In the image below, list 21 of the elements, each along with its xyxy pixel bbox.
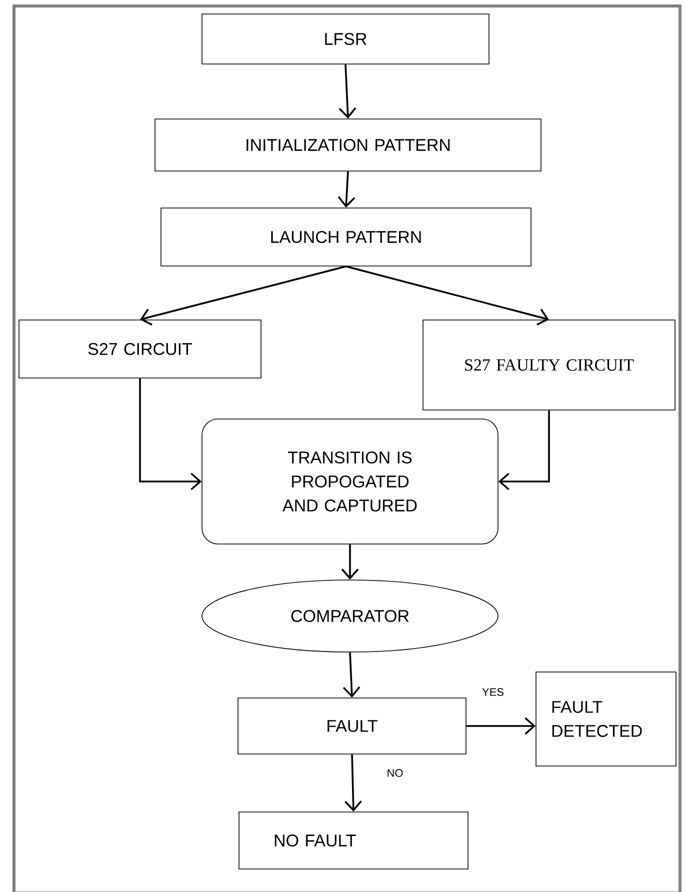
- rounded-box: TRANSITION IS PROPOGATED AND CAPTURED: [202, 418, 498, 544]
- arrow: [466, 717, 536, 735]
- arrow: [338, 171, 356, 208]
- arrow: [342, 652, 360, 698]
- arrow: [346, 266, 549, 326]
- decision-box: FAULT: [238, 698, 466, 754]
- arrow: [341, 544, 359, 580]
- process-box: S27 CIRCUIT: [18, 320, 262, 378]
- arrow: [498, 410, 550, 490]
- edge-label: NO: [386, 768, 404, 778]
- process-box: LAUNCH PATTERN: [160, 208, 532, 266]
- process-box: LFSR: [202, 14, 490, 64]
- process-box: S27 FAULTY CIRCUIT: [422, 320, 676, 410]
- arrow: [139, 378, 202, 490]
- arrow: [338, 64, 356, 119]
- edge-label: YES: [481, 687, 505, 697]
- result-box: NO FAULT: [238, 812, 468, 870]
- arrow: [344, 754, 362, 812]
- result-box: FAULT DETECTED: [536, 672, 676, 766]
- arrow: [140, 266, 346, 326]
- process-box: INITIALIZATION PATTERN: [154, 118, 542, 172]
